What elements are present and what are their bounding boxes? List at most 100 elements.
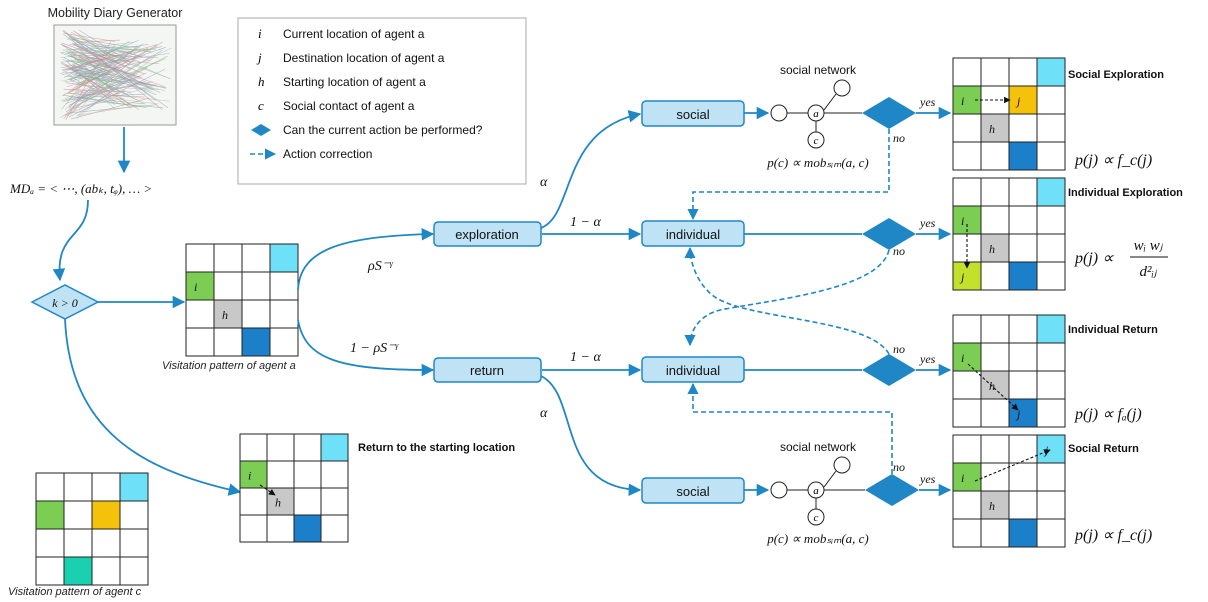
grid-cell (119, 556, 149, 586)
social-network-top: social network a c p(c) ∝ mobₛᵢₘ(a, c) (766, 63, 869, 170)
cell-label: j (1015, 94, 1021, 108)
generator-title: Mobility Diary Generator (48, 6, 183, 20)
grid-cell (952, 314, 982, 344)
node-individual-bottom: individual (641, 356, 745, 383)
node-social-bottom: social (641, 477, 745, 504)
grid-cell (63, 528, 93, 558)
grid-cell (269, 327, 299, 357)
grid-cell (952, 233, 982, 263)
grid-cell (1008, 370, 1038, 400)
outcome-social-return-formula: p(j) ∝ f_c(j) (1074, 527, 1152, 544)
grid-cell (1008, 177, 1038, 207)
legend-text: Social contact of agent a (283, 99, 415, 113)
generator-image (53, 24, 177, 126)
outcome-social-return-title: Social Return (1068, 443, 1139, 455)
grid-cell (980, 370, 1010, 400)
legend-row: Can the current action be performed? (251, 123, 483, 137)
grid-cell (1008, 398, 1038, 428)
cell-label: i (961, 214, 964, 228)
correction-social-exploration (687, 129, 890, 221)
node-individual-top: individual (641, 220, 745, 247)
correction-individual-exploration (684, 249, 890, 347)
label-one-minus-alpha-bottom: 1 − α (570, 350, 601, 365)
grid-cell (239, 433, 268, 462)
grid-cell (1036, 370, 1066, 400)
grid-cell (952, 490, 982, 520)
grid-cell (241, 243, 271, 273)
grid-cell (1036, 462, 1066, 492)
svg-text:no: no (893, 342, 905, 356)
cell-label: h (989, 499, 995, 513)
svg-text:yes: yes (919, 352, 936, 366)
grid-cell (1008, 490, 1038, 520)
legend-text: Starting location of agent a (283, 75, 426, 89)
check-diamond-4 (865, 474, 919, 506)
legend-symbol: c (258, 98, 264, 113)
grid-cell (980, 205, 1010, 235)
grid-cell (63, 472, 93, 502)
grid-cell (320, 487, 349, 516)
grid-arrow-individual-return (967, 363, 1019, 411)
grid-cell (213, 327, 243, 357)
svg-text:yes: yes (919, 216, 936, 230)
svg-text:wᵢ wⱼ: wᵢ wⱼ (1134, 238, 1164, 254)
grid-cell (952, 113, 982, 143)
legend-symbol: j (256, 50, 262, 65)
grid-cell (1036, 518, 1066, 548)
grid-arrow-return-start (259, 484, 276, 496)
grid-cell (980, 113, 1010, 143)
svg-text:individual: individual (666, 363, 720, 378)
edge-md-decision (52, 199, 89, 282)
grid-individual-exploration: ihj (952, 177, 1066, 291)
grid-cell (1036, 233, 1066, 263)
cell-label: i (194, 280, 197, 294)
social-prob-top: p(c) ∝ mobₛᵢₘ(a, c) (766, 155, 869, 170)
check-diamond-3 (862, 354, 916, 386)
svg-text:no: no (893, 131, 905, 145)
grid-cell (952, 370, 982, 400)
grid-cell (1008, 314, 1038, 344)
grid-cell (1008, 342, 1038, 372)
outcome-individual-exploration-title: Individual Exploration (1068, 187, 1183, 199)
svg-text:d²ᵢⱼ: d²ᵢⱼ (1140, 264, 1158, 280)
grid-cell (1008, 518, 1038, 548)
grid-cell (1008, 85, 1038, 115)
grid-cell (119, 500, 149, 530)
decision-diamond: k > 0 (30, 284, 100, 320)
svg-text:exploration: exploration (455, 227, 519, 242)
grid-cell (269, 271, 299, 301)
svg-text:a: a (813, 108, 819, 120)
legend-symbol: i (258, 26, 262, 41)
outcome-social-exploration-title: Social Exploration (1068, 69, 1164, 81)
grid-cell (213, 271, 243, 301)
grid-cell (1008, 57, 1038, 87)
grid-cell (185, 299, 215, 329)
grid-cell (980, 177, 1010, 207)
svg-text:c: c (814, 135, 819, 147)
cell-label: h (989, 242, 995, 256)
grid-cell (293, 433, 322, 462)
grid-cell (269, 299, 299, 329)
grid-cell (1036, 141, 1066, 171)
grid-cell (320, 460, 349, 489)
label-alpha-top: α (540, 175, 548, 190)
label-rho: ρS⁻ᵞ (367, 259, 394, 274)
grid-cell (952, 462, 982, 492)
grid-cell (980, 233, 1010, 263)
grid-cell (241, 299, 271, 329)
grid-cell (1036, 85, 1066, 115)
grid-cell (185, 243, 215, 273)
grid-cell (185, 271, 215, 301)
grid-cell (1008, 113, 1038, 143)
grid-cell (980, 398, 1010, 428)
grid-cell (266, 433, 295, 462)
grid-cell (980, 141, 1010, 171)
grid-agent-c (35, 472, 149, 586)
grid-cell (241, 271, 271, 301)
grid-cell (1036, 398, 1066, 428)
